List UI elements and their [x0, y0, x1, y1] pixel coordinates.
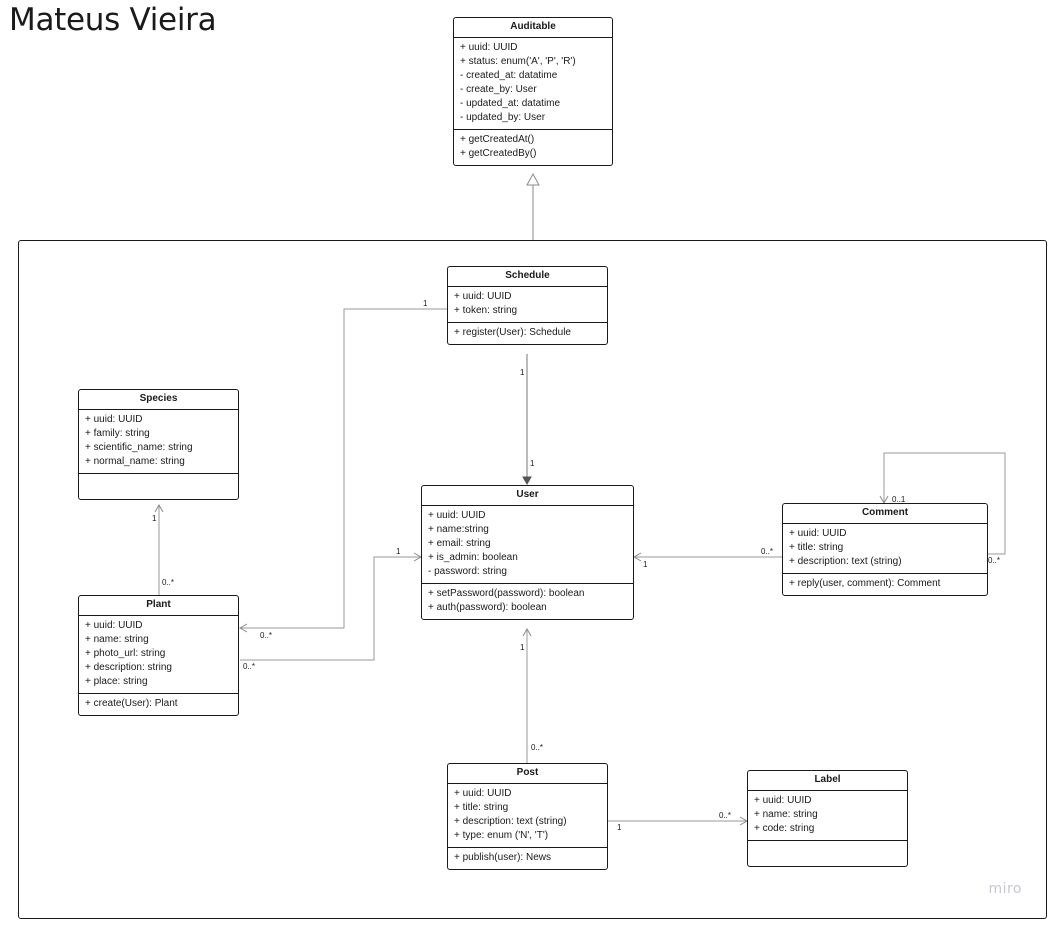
- attribute: + uuid: UUID: [454, 291, 512, 302]
- multiplicity-label: 0..*: [243, 662, 256, 671]
- class-species-methods: [79, 473, 238, 499]
- class-plant[interactable]: Plant + uuid: UUID + name: string + phot…: [78, 595, 239, 716]
- class-label-name: Label: [748, 771, 907, 791]
- attribute: - create_by: User: [460, 84, 537, 95]
- attribute: + description: text (string): [454, 816, 567, 827]
- attribute: + token: string: [454, 305, 518, 316]
- multiplicity-label: 1: [396, 547, 401, 556]
- class-plant-attributes: + uuid: UUID + name: string + photo_url:…: [79, 616, 238, 693]
- package-frame: miro: [18, 240, 1047, 919]
- class-label[interactable]: Label + uuid: UUID + name: string + code…: [747, 770, 908, 867]
- attribute: + uuid: UUID: [454, 788, 512, 799]
- attribute: - password: string: [428, 566, 507, 577]
- attribute: + uuid: UUID: [85, 414, 143, 425]
- attribute: + type: enum ('N', 'T'): [454, 830, 549, 841]
- attribute: + scientific_name: string: [85, 442, 193, 453]
- multiplicity-label: 1: [520, 643, 525, 652]
- class-schedule-attributes: + uuid: UUID + token: string: [448, 287, 607, 322]
- class-species[interactable]: Species + uuid: UUID + family: string + …: [78, 389, 239, 500]
- attribute: + normal_name: string: [85, 456, 185, 467]
- class-species-name: Species: [79, 390, 238, 410]
- attribute: + uuid: UUID: [85, 620, 143, 631]
- multiplicity-label: 1: [530, 459, 535, 468]
- class-auditable-name: Auditable: [454, 18, 612, 38]
- multiplicity-label: 0..*: [719, 811, 732, 820]
- multiplicity-label: 0..*: [988, 556, 1001, 565]
- attribute: - updated_at: datatime: [460, 98, 561, 109]
- attribute: + uuid: UUID: [789, 528, 847, 539]
- multiplicity-label: 0..1: [892, 495, 906, 504]
- class-schedule[interactable]: Schedule + uuid: UUID + token: string + …: [447, 266, 608, 345]
- method: + getCreatedBy(): [460, 148, 537, 159]
- method: + auth(password): boolean: [428, 602, 547, 613]
- attribute: + place: string: [85, 676, 148, 687]
- class-comment-methods: + reply(user, comment): Comment: [783, 573, 987, 595]
- class-species-attributes: + uuid: UUID + family: string + scientif…: [79, 410, 238, 473]
- class-user-methods: + setPassword(password): boolean + auth(…: [422, 583, 633, 619]
- multiplicity-label: 0..*: [162, 578, 175, 587]
- method: + publish(user): News: [454, 852, 551, 863]
- multiplicity-label: 0..*: [260, 631, 273, 640]
- class-schedule-name: Schedule: [448, 267, 607, 287]
- attribute: + name:string: [428, 524, 489, 535]
- class-label-attributes: + uuid: UUID + name: string + code: stri…: [748, 791, 907, 840]
- attribute: + email: string: [428, 538, 491, 549]
- multiplicity-label: 0..*: [761, 547, 774, 556]
- method: + setPassword(password): boolean: [428, 588, 585, 599]
- attribute: + code: string: [754, 823, 815, 834]
- method: + reply(user, comment): Comment: [789, 578, 941, 589]
- attribute: + status: enum('A', 'P', 'R'): [460, 56, 576, 67]
- attribute: + name: string: [754, 809, 818, 820]
- class-post-methods: + publish(user): News: [448, 847, 607, 869]
- class-auditable-attributes: + uuid: UUID + status: enum('A', 'P', 'R…: [454, 38, 612, 129]
- method: + register(User): Schedule: [454, 327, 571, 338]
- class-label-methods: [748, 840, 907, 866]
- class-auditable-methods: + getCreatedAt() + getCreatedBy(): [454, 129, 612, 165]
- multiplicity-label: 1: [152, 514, 157, 523]
- class-user[interactable]: User + uuid: UUID + name:string + email:…: [421, 485, 634, 620]
- inheritance-connector: [526, 172, 540, 240]
- attribute: + uuid: UUID: [754, 795, 812, 806]
- attribute: + title: string: [454, 802, 509, 813]
- page-title: Mateus Vieira: [9, 2, 217, 38]
- attribute: + uuid: UUID: [428, 510, 486, 521]
- attribute: + title: string: [789, 542, 844, 553]
- class-auditable[interactable]: Auditable + uuid: UUID + status: enum('A…: [453, 17, 613, 166]
- class-comment-name: Comment: [783, 504, 987, 524]
- class-schedule-methods: + register(User): Schedule: [448, 322, 607, 344]
- class-plant-name: Plant: [79, 596, 238, 616]
- attribute: + description: text (string): [789, 556, 902, 567]
- attribute: + description: string: [85, 662, 172, 673]
- multiplicity-label: 1: [520, 368, 525, 377]
- attribute: + name: string: [85, 634, 149, 645]
- method: + create(User): Plant: [85, 698, 178, 709]
- method: + getCreatedAt(): [460, 134, 535, 145]
- class-comment-attributes: + uuid: UUID + title: string + descripti…: [783, 524, 987, 573]
- class-comment[interactable]: Comment + uuid: UUID + title: string + d…: [782, 503, 988, 596]
- multiplicity-label: 1: [617, 823, 622, 832]
- class-user-attributes: + uuid: UUID + name:string + email: stri…: [422, 506, 633, 583]
- multiplicity-label: 0..*: [531, 743, 544, 752]
- class-post[interactable]: Post + uuid: UUID + title: string + desc…: [447, 763, 608, 870]
- multiplicity-label: 1: [643, 560, 648, 569]
- class-post-name: Post: [448, 764, 607, 784]
- attribute: + is_admin: boolean: [428, 552, 518, 563]
- attribute: - created_at: datatime: [460, 70, 558, 81]
- multiplicity-label: 1: [423, 299, 428, 308]
- class-post-attributes: + uuid: UUID + title: string + descripti…: [448, 784, 607, 847]
- attribute: + family: string: [85, 428, 150, 439]
- class-plant-methods: + create(User): Plant: [79, 693, 238, 715]
- attribute: - updated_by: User: [460, 112, 546, 123]
- class-user-name: User: [422, 486, 633, 506]
- attribute: + photo_url: string: [85, 648, 166, 659]
- miro-watermark: miro: [988, 881, 1022, 897]
- attribute: + uuid: UUID: [460, 42, 518, 53]
